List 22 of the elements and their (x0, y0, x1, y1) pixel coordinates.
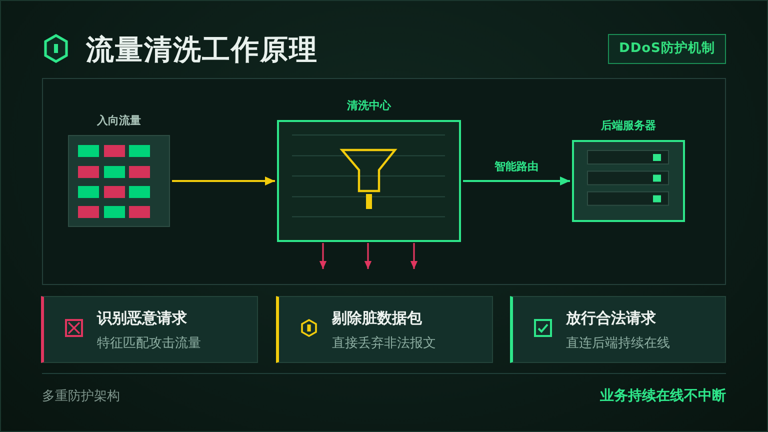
arrow (364, 243, 372, 269)
edge-label: 智能路由 (492, 159, 540, 174)
footer-tagline: 业务持续在线不中断 (600, 387, 726, 405)
info-card (510, 296, 726, 363)
card-description: 直接丢弃非法报文 (332, 335, 436, 353)
arrow (463, 176, 570, 186)
footer-note: 多重防护架构 (42, 388, 120, 406)
arrow (172, 176, 275, 186)
box-heading: 清洗中心 (347, 98, 391, 114)
card-description: 直连后端持续在线 (566, 335, 670, 353)
title: 流量清洗工作原理 (86, 33, 318, 67)
box-heading: 入向流量 (97, 113, 141, 129)
info-card (41, 296, 258, 363)
card-description: 特征匹配攻击流量 (97, 335, 201, 353)
arrow (319, 243, 327, 269)
card-title: 识别恶意请求 (97, 308, 187, 328)
info-card (276, 296, 493, 363)
card-title: 剔除脏数据包 (332, 308, 422, 328)
box-heading: 后端服务器 (601, 118, 656, 134)
arrow (410, 243, 418, 269)
card-title: 放行合法请求 (566, 308, 656, 328)
badge: DDoS防护机制 (608, 34, 726, 64)
